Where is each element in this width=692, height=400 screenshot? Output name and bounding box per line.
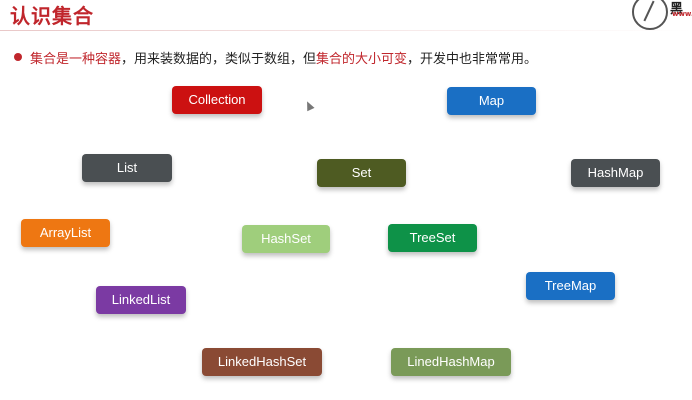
mouse-cursor-icon (303, 99, 315, 112)
linkedhashset-box: LinkedHashSet (202, 348, 322, 376)
linedhashmap-box: LinedHashMap (391, 348, 511, 376)
hashmap-box: HashMap (571, 159, 660, 187)
subtitle-plain-1: ，用来装数据的，类似于数组，但 (121, 52, 317, 67)
brand-logo-url: www. (672, 10, 692, 18)
treeset-box: TreeSet (388, 224, 477, 252)
collection-box: Collection (172, 86, 262, 114)
bullet-icon (14, 53, 22, 61)
linkedlist-box: LinkedList (96, 286, 186, 314)
page-title: 认识集合 (10, 4, 94, 28)
treemap-box: TreeMap (526, 272, 615, 300)
brand-logo-icon (632, 0, 668, 30)
brand-logo-text: 黑 (670, 2, 684, 17)
arraylist-box: ArrayList (21, 219, 110, 247)
title-divider (0, 30, 692, 31)
map-box: Map (447, 87, 536, 115)
subtitle-text: 集合是一种容器，用来装数据的，类似于数组，但集合的大小可变，开发中也非常常用。 (30, 48, 537, 67)
list-box: List (82, 154, 172, 182)
subtitle-plain-2: ，开发中也非常常用。 (407, 52, 538, 67)
hashset-box: HashSet (242, 225, 330, 253)
set-box: Set (317, 159, 406, 187)
subtitle-highlight-2: 集合的大小可变 (316, 52, 408, 67)
subtitle-highlight-1: 集合是一种容器 (30, 52, 122, 67)
